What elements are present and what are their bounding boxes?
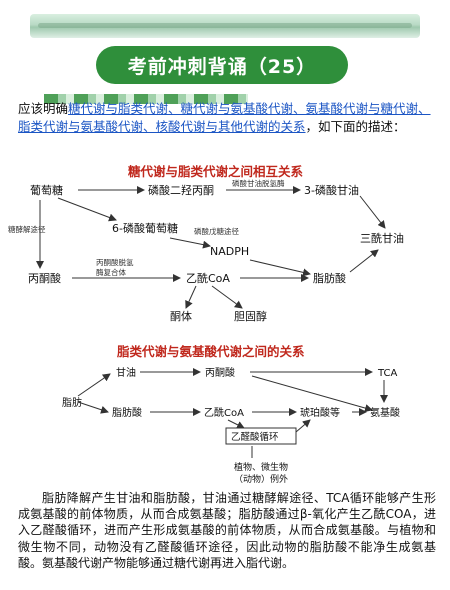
intro-tail: ，如下面的描述： (305, 119, 406, 134)
node-pyruvate: 丙酮酸 (28, 271, 61, 285)
node-glycerol3p: 3-磷酸甘油 (304, 183, 359, 197)
node-note-2: （动物）例外 (234, 473, 288, 485)
node-ketone: 酮体 (170, 309, 192, 323)
intro-highlight: 糖代谢与脂类代谢、糖代谢与氨基酸代谢、氨基酸代谢与糖代谢、脂类代谢与氨基酸代谢、… (18, 101, 431, 134)
node-triglyceride: 三酰甘油 (360, 231, 404, 245)
diagram1-figure: 葡萄糖 磷酸二羟丙酮 3-磷酸甘油 6-磷酸葡萄糖 三酰甘油 NADPH 丙酮酸… (8, 178, 404, 323)
node-fattyacid: 脂肪酸 (112, 406, 142, 419)
intro-lead: 应该明确 (18, 101, 69, 116)
node-nadph: NADPH (210, 245, 249, 258)
node-glycerol: 甘油 (116, 366, 136, 379)
node-acetylcoa: 乙酰CoA (204, 406, 244, 419)
node-note-1: 植物、微生物 (234, 461, 288, 473)
diagram1-title: 糖代谢与脂类代谢之间相互关系 (128, 164, 304, 179)
node-aminoacid: 氨基酸 (370, 406, 400, 419)
node-fattyacid: 脂肪酸 (313, 271, 346, 285)
edge-label-pdh-1: 丙酮酸脱氢 (96, 257, 134, 267)
node-cholesterol: 胆固醇 (234, 309, 267, 323)
scroll-tube-decoration (30, 14, 420, 38)
diagram2-title: 脂类代谢与氨基酸代谢之间的关系 (117, 344, 305, 359)
edge-label-dhap-enzyme: 磷酸甘油脱氢酶 (232, 178, 285, 188)
glyoxylate-box (225, 427, 297, 445)
node-glyoxylate: 乙醛酸循环 (231, 431, 279, 443)
diagram2-figure: 甘油 丙酮酸 TCA 脂肪 脂肪酸 乙酰CoA 琥珀酸等 氨基酸 植物、微生物 … (62, 366, 400, 485)
node-succinate: 琥珀酸等 (300, 406, 340, 419)
node-pyruvate: 丙酮酸 (205, 366, 235, 379)
summary-paragraph: 脂肪降解产生甘油和脂肪酸，甘油通过糖酵解途径、TCA循环能够产生形成氨基酸的前体… (18, 491, 436, 570)
node-glucose: 葡萄糖 (30, 183, 63, 197)
node-g6p: 6-磷酸葡萄糖 (112, 221, 178, 235)
edge-label-glycolysis: 糖酵解途径 (8, 224, 46, 234)
decorative-stripe (44, 94, 248, 104)
edge-label-pdh-2: 酶复合体 (96, 267, 126, 277)
intro-paragraph: 应该明确糖代谢与脂类代谢、糖代谢与氨基酸代谢、氨基酸代谢与糖代谢、脂类代谢与氨基… (18, 100, 434, 136)
node-tca: TCA (377, 368, 398, 379)
edge-label-ppp: 磷酸戊糖途径 (194, 226, 239, 236)
node-fat: 脂肪 (62, 396, 82, 409)
page-title: 考前冲刺背诵（25） (96, 46, 348, 84)
node-acetylcoa: 乙酰CoA (186, 271, 230, 285)
node-dhap: 磷酸二羟丙酮 (148, 183, 214, 197)
